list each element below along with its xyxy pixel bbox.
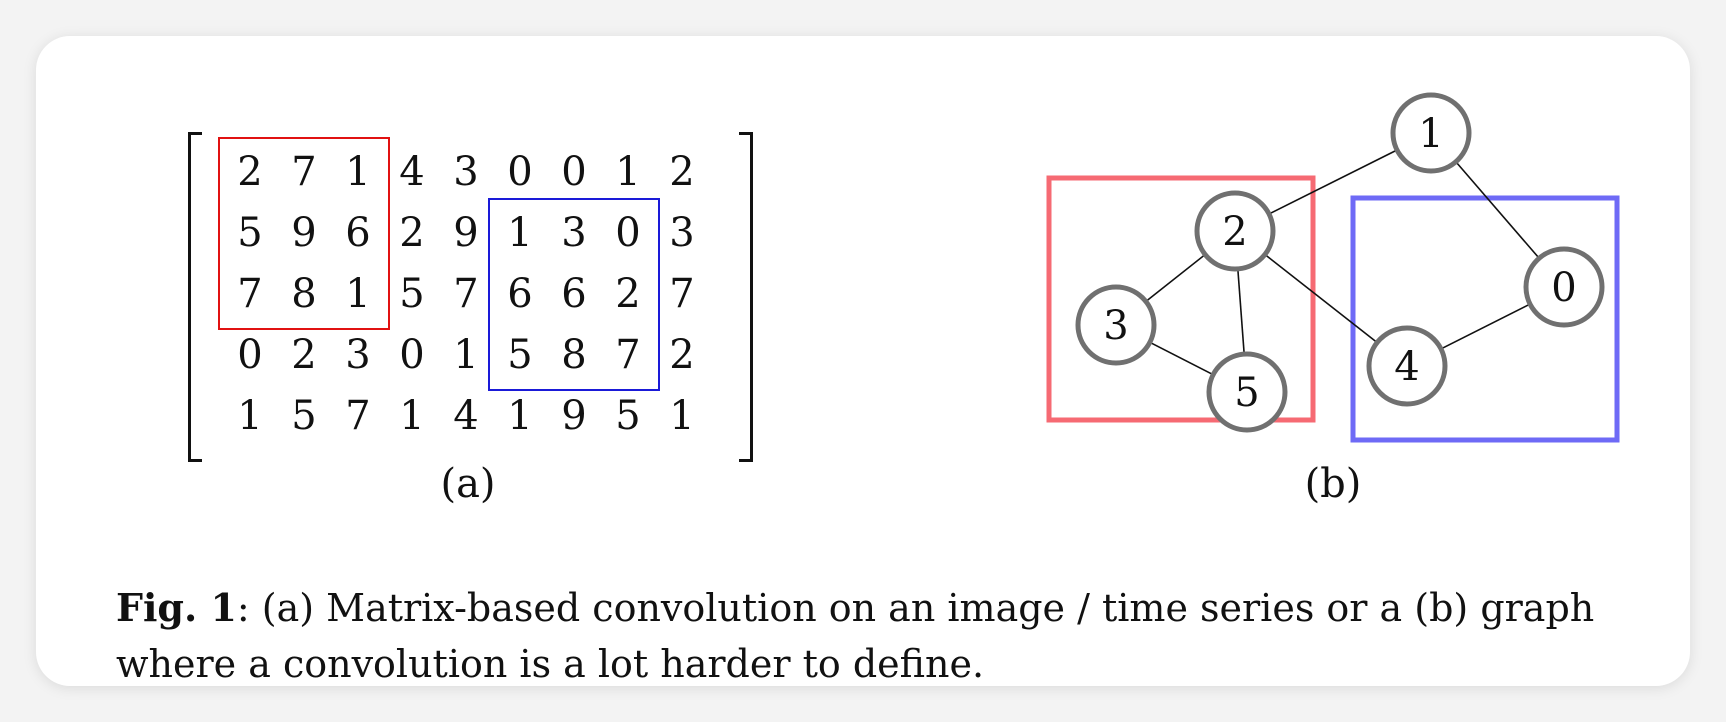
matrix-cell: 6 [345,210,371,256]
graph-edge [1237,268,1245,355]
matrix-cell: 5 [237,210,263,256]
graph-node-label: 2 [1222,209,1247,255]
graph-node: 4 [1366,325,1448,407]
matrix-cell: 2 [669,149,695,195]
matrix-cell: 9 [453,210,479,256]
matrix-cell: 1 [399,393,425,439]
matrix-cell: 7 [291,149,317,195]
graph-node: 0 [1523,246,1605,328]
matrix-cell: 5 [615,393,641,439]
matrix-left-bracket [188,132,202,462]
graph-node: 3 [1075,284,1157,366]
red-kernel-box [218,137,390,330]
matrix-cell: 6 [561,271,587,317]
matrix-cell: 1 [237,393,263,439]
matrix-right-bracket [739,132,753,462]
matrix-cell: 7 [345,393,371,439]
matrix-cell: 3 [561,210,587,256]
matrix-cell: 4 [399,149,425,195]
matrix-cell: 5 [507,332,533,378]
blue-neighborhood-box [1350,195,1620,443]
graph-node-label: 3 [1103,303,1128,349]
matrix-cell: 2 [615,271,641,317]
graph-node-circle [1390,92,1472,174]
matrix-cell: 1 [345,149,371,195]
matrix-cell: 4 [453,393,479,439]
matrix-cell: 3 [453,149,479,195]
matrix-cell: 8 [291,271,317,317]
graph-node: 2 [1194,190,1276,272]
matrix-cell: 1 [453,332,479,378]
matrix-cell: 2 [399,210,425,256]
subfigure-label-b: (b) [1304,461,1362,507]
matrix-cell: 0 [399,332,425,378]
graph-edge [1268,149,1398,215]
graph-node: 5 [1206,351,1288,433]
matrix-cell: 9 [291,210,317,256]
graph-edge [1149,341,1214,376]
graph-node-circle [1194,190,1276,272]
matrix-cell: 5 [399,271,425,317]
matrix-cell: 9 [561,393,587,439]
matrix-cell: 2 [291,332,317,378]
matrix-cell: 7 [615,332,641,378]
graph-node-circle [1075,284,1157,366]
matrix-cell: 7 [237,271,263,317]
caption-prefix: Fig. 1 [116,585,237,630]
subfigure-label-a: (a) [440,461,496,507]
graph-edge [1440,303,1531,350]
matrix-cell: 0 [615,210,641,256]
blue-kernel-box [488,198,660,391]
red-neighborhood-box [1046,175,1316,423]
graph-node-label: 4 [1394,344,1419,390]
graph-node-circle [1366,325,1448,407]
graph-edge [1145,253,1206,303]
matrix-cell: 3 [669,210,695,256]
matrix-cell: 3 [345,332,371,378]
graph: 0 1 2 3 4 5 [1046,92,1620,443]
matrix-cell: 0 [237,332,263,378]
matrix-cell: 2 [669,332,695,378]
matrix-cell: 1 [507,210,533,256]
matrix-cell: 0 [507,149,533,195]
caption-text: : (a) Matrix-based convolution on an ima… [116,586,1595,686]
matrix-cell: 1 [507,393,533,439]
matrix-cell: 0 [561,149,587,195]
matrix-cell: 7 [453,271,479,317]
graph-node: 1 [1390,92,1472,174]
matrix-cell: 6 [507,271,533,317]
matrix-cell: 7 [669,271,695,317]
matrix-cell: 2 [237,149,263,195]
graph-node-label: 5 [1234,370,1259,416]
figure-caption: Fig. 1: (a) Matrix-based convolution on … [116,580,1696,692]
matrix-cell: 1 [345,271,371,317]
graph-nodes: 0 1 2 3 4 5 [1075,92,1605,433]
matrix-cell: 8 [561,332,587,378]
matrix-cell: 1 [669,393,695,439]
matrix-cell: 5 [291,393,317,439]
graph-node-circle [1206,351,1288,433]
graph-node-label: 0 [1551,265,1576,311]
graph-edge [1455,161,1540,259]
graph-node-label: 1 [1418,111,1443,157]
graph-edges [1145,149,1540,376]
graph-edge [1264,253,1378,344]
graph-node-circle [1523,246,1605,328]
matrix-cell: 1 [615,149,641,195]
